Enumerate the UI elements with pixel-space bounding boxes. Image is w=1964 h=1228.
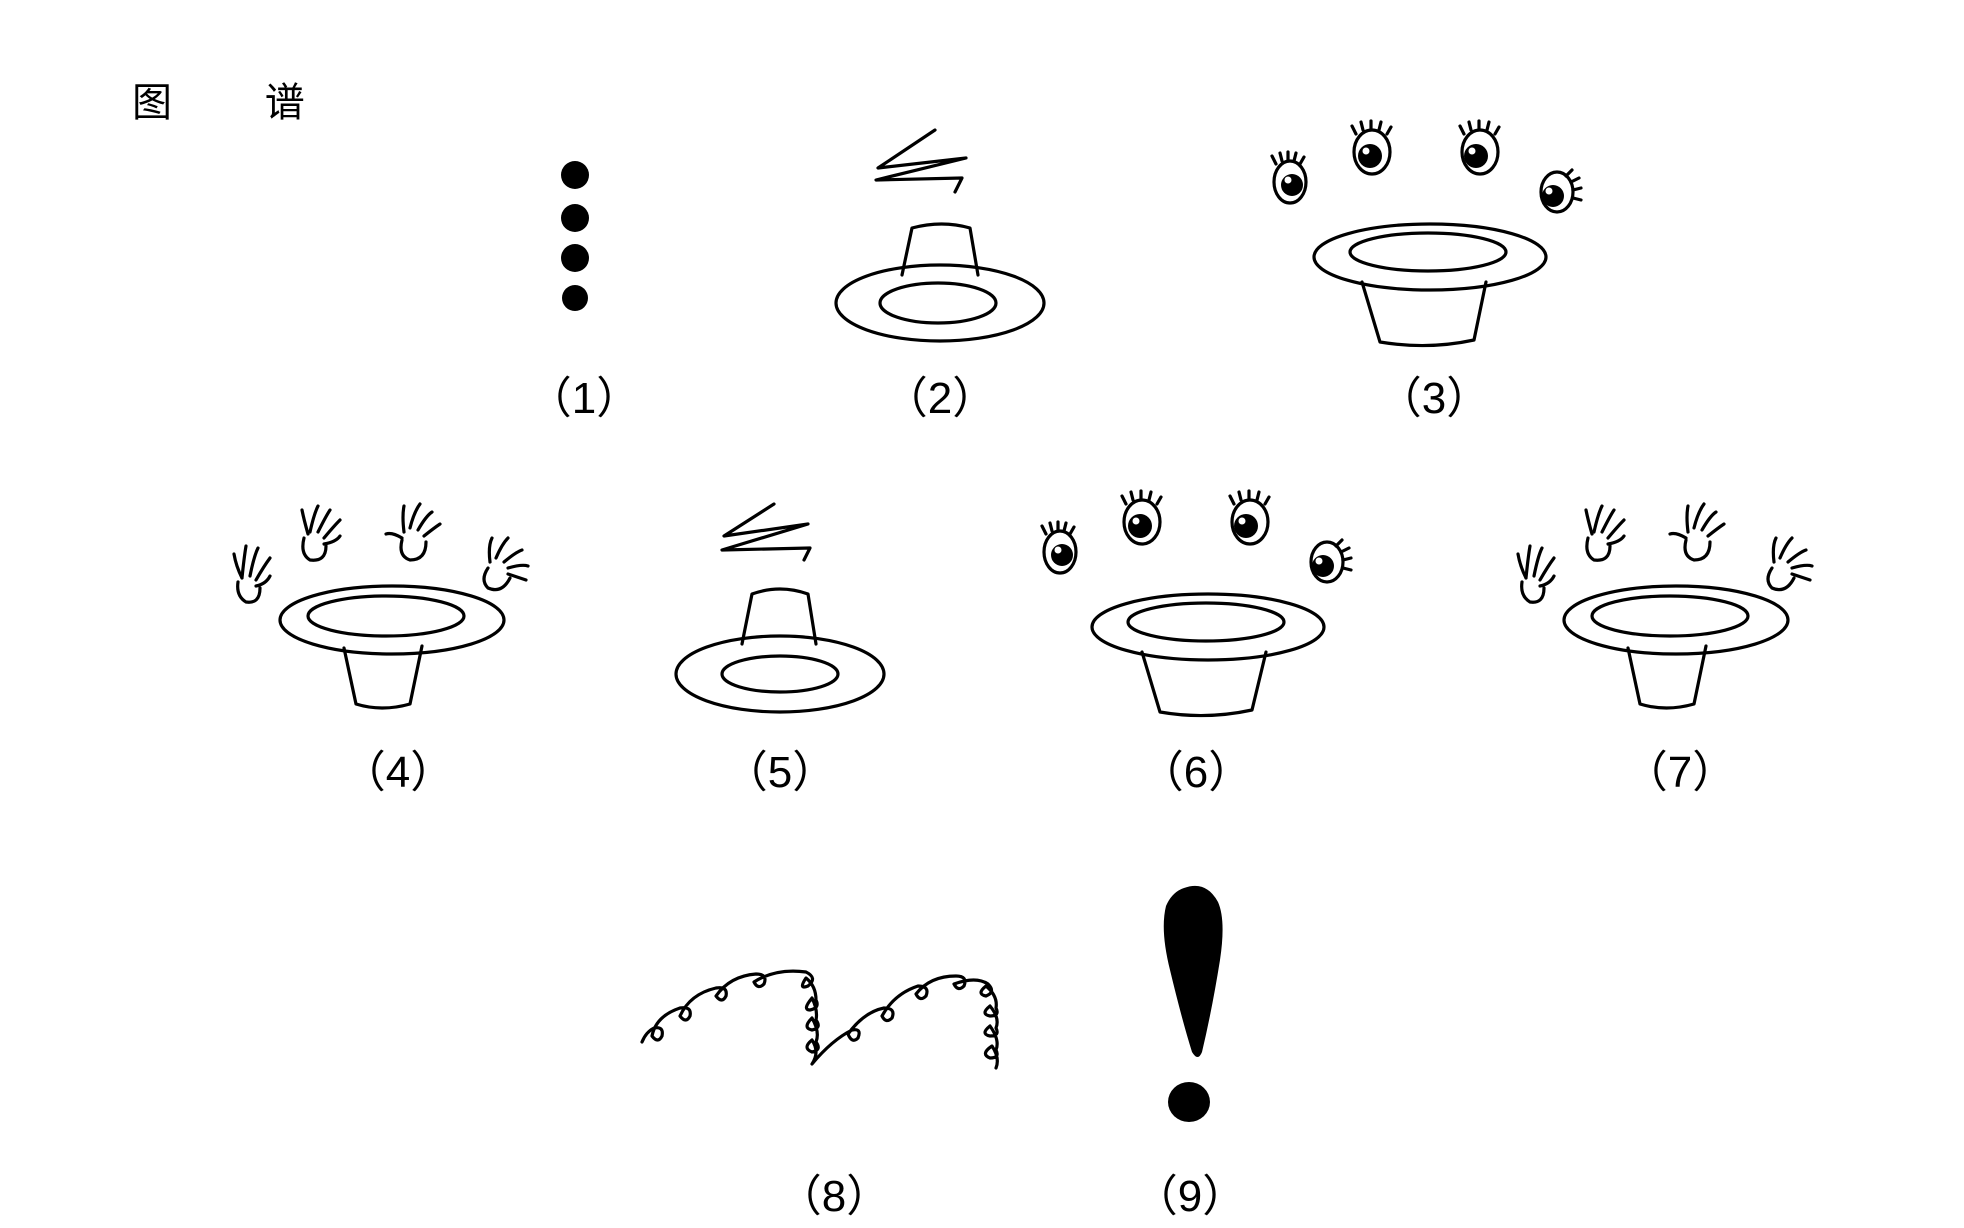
exclamation-mark-icon bbox=[1163, 885, 1223, 1122]
four-dots-icon bbox=[561, 161, 589, 311]
figure-caption-8: （8） bbox=[777, 1172, 891, 1221]
curly-loops-icon bbox=[640, 969, 999, 1070]
figure-caption-2: （2） bbox=[883, 374, 997, 423]
upturned-hat-with-eyes-icon bbox=[1270, 119, 1583, 348]
figure-caption-7: （7） bbox=[1623, 748, 1737, 797]
figure-caption-1: （1） bbox=[527, 374, 641, 423]
figure-caption-3: （3） bbox=[1377, 374, 1491, 423]
upturned-hat-with-hands-icon bbox=[1516, 502, 1814, 710]
figure-caption-9: （9） bbox=[1133, 1172, 1247, 1221]
upturned-hat-with-eyes-icon bbox=[1040, 489, 1353, 718]
page-title: 图 谱 bbox=[132, 80, 345, 126]
hat-with-zigzag-icon bbox=[834, 128, 1046, 343]
figure-caption-4: （4） bbox=[341, 748, 455, 797]
figure-caption-5: （5） bbox=[723, 748, 837, 797]
figure-caption-6: （6） bbox=[1139, 748, 1253, 797]
upturned-hat-with-hands-icon bbox=[232, 502, 530, 710]
hat-with-zigzag-icon bbox=[674, 502, 886, 714]
